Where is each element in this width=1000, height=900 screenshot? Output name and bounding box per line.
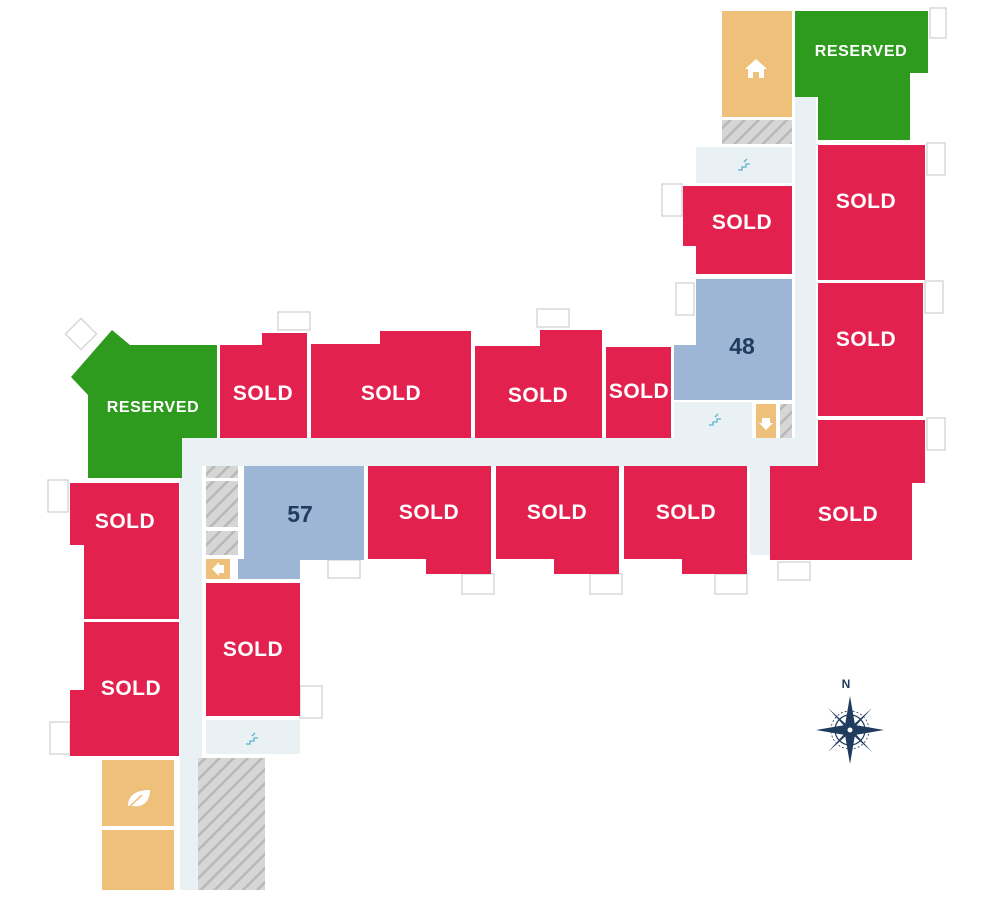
corridors [180, 95, 816, 890]
storage-areas [198, 120, 792, 890]
unit-shape [606, 347, 671, 438]
unit-sold-t3[interactable]: SOLD [475, 330, 602, 438]
unit-shape [770, 420, 925, 560]
elevator-left[interactable] [206, 559, 230, 579]
unit-sold-lower[interactable]: SOLD [206, 583, 300, 716]
stairs-icon [246, 732, 258, 745]
corridor-left-vertical [180, 438, 202, 890]
unit-shape [475, 330, 602, 438]
corridor-stair-area-mid [674, 402, 752, 438]
unit-label: SOLD [233, 382, 293, 405]
unit-sold-inner-top[interactable]: SOLD [683, 186, 792, 274]
amenity-top[interactable] [722, 11, 792, 117]
unit-shape [496, 466, 619, 574]
unit-shape [795, 11, 928, 140]
unit-shape [206, 583, 300, 716]
unit-label: SOLD [361, 382, 421, 405]
unit-label: SOLD [836, 328, 896, 351]
unit-sold-r4[interactable]: SOLD [606, 347, 671, 438]
stairs-icons [246, 158, 750, 745]
unit-sold-t1[interactable]: SOLD [220, 333, 307, 438]
home-icon [745, 59, 767, 78]
unit-shape [818, 145, 925, 280]
unit-shape [674, 279, 792, 400]
unit-shape [818, 283, 923, 416]
leaf-icon [125, 790, 150, 811]
unit-label: RESERVED [107, 399, 200, 416]
arrow-left-icon [212, 562, 224, 576]
unit-shape [220, 333, 307, 438]
unit-label: 48 [729, 333, 755, 359]
unit-shape [238, 466, 364, 579]
corridor-stair-area-top [696, 147, 792, 183]
unit-label: SOLD [101, 677, 161, 700]
storage-bottom [198, 758, 265, 890]
unit-sold-l2[interactable]: SOLD [70, 622, 179, 756]
storage-left-2 [206, 481, 238, 527]
unit-shape [70, 483, 179, 619]
unit-unit-57[interactable]: 57 [238, 466, 364, 579]
unit-shape [311, 331, 471, 438]
unit-label: 57 [287, 501, 313, 527]
unit-label: SOLD [508, 384, 568, 407]
unit-sold-b3[interactable]: SOLD [624, 466, 747, 574]
balconies [47, 7, 947, 755]
unit-sold-b1[interactable]: SOLD [368, 466, 491, 574]
compass-north-label: N [842, 677, 851, 691]
unit-label: SOLD [712, 211, 772, 234]
unit-sold-b2[interactable]: SOLD [496, 466, 619, 574]
unit-shape [624, 466, 747, 574]
unit-label: SOLD [95, 510, 155, 533]
unit-label: SOLD [836, 190, 896, 213]
amenity-bottom[interactable] [102, 760, 174, 890]
corridor-stair-area-bottom [206, 720, 300, 754]
storage-top [722, 120, 792, 144]
unit-reserved-top[interactable]: RESERVED [795, 11, 928, 140]
unit-label: SOLD [399, 501, 459, 524]
unit-label: SOLD [609, 380, 669, 403]
stairs-icon [709, 413, 721, 426]
compass-rose: N [816, 677, 884, 764]
unit-sold-r3[interactable]: SOLD [770, 420, 925, 560]
stairs-icon [738, 158, 750, 171]
unit-sold-r2[interactable]: SOLD [818, 283, 923, 416]
unit-shape [368, 466, 491, 574]
unit-label: SOLD [818, 503, 878, 526]
storage-left-1 [206, 466, 238, 478]
unit-label: SOLD [527, 501, 587, 524]
arrow-down-icon [759, 418, 773, 430]
unit-sold-l1[interactable]: SOLD [70, 483, 179, 619]
corridor-main-horizontal [180, 438, 815, 466]
unit-unit-48[interactable]: 48 [674, 279, 792, 400]
unit-shape [71, 330, 217, 478]
unit-sold-t2[interactable]: SOLD [311, 331, 471, 438]
unit-shape [683, 186, 792, 274]
storage-left-3 [206, 531, 238, 555]
unit-label: RESERVED [815, 43, 908, 60]
unit-label: SOLD [656, 501, 716, 524]
unit-sold-r1[interactable]: SOLD [818, 145, 925, 280]
unit-shape [70, 622, 179, 756]
storage-right-small [780, 404, 792, 438]
units-layer: RESERVEDSOLDSOLDSOLDSOLD48SOLDSOLDSOLDSO… [70, 11, 928, 756]
elevator-right[interactable] [756, 404, 776, 438]
unit-reserved-left[interactable]: RESERVED [71, 330, 217, 478]
unit-label: SOLD [223, 638, 283, 661]
